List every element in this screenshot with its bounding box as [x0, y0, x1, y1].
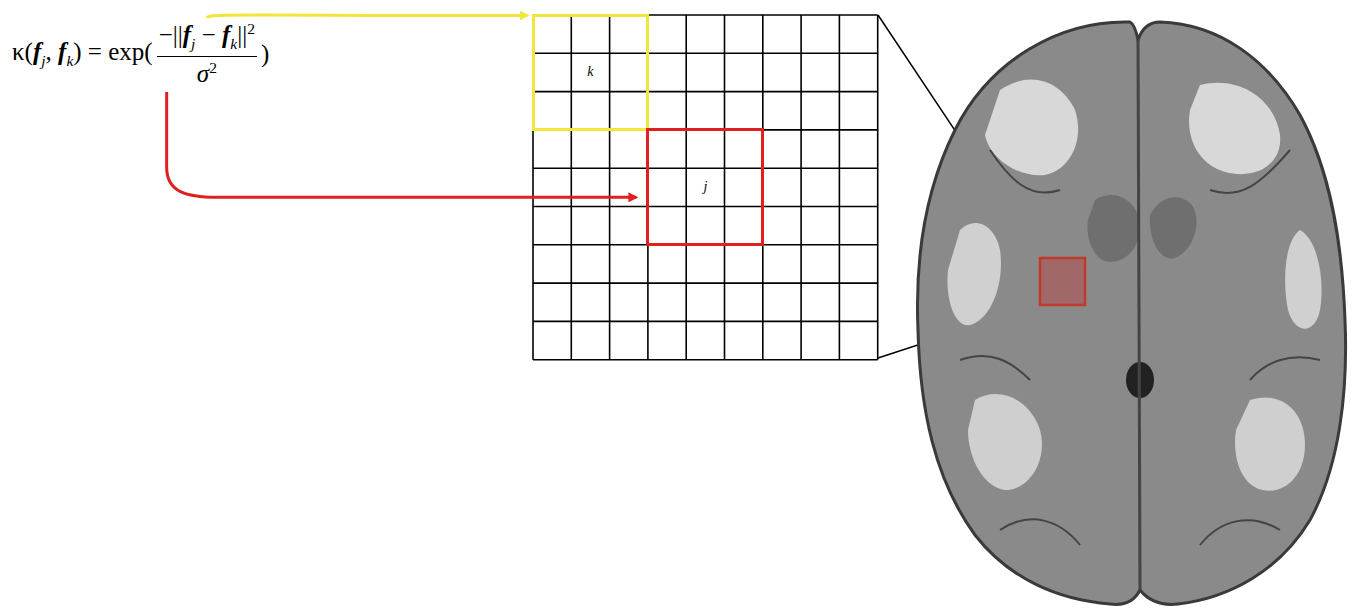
formula-term: ) = exp( [73, 38, 152, 65]
formula-term: j [191, 35, 195, 52]
patch-label: k [585, 65, 595, 79]
formula-term: , [46, 38, 59, 65]
formula-head: κ(fj, fk) = exp( [12, 38, 153, 69]
kernel-formula: κ(fj, fk) = exp(−||fj − fk||2σ2) [12, 20, 269, 88]
formula-term: 2 [209, 59, 217, 76]
formula-term: − [195, 21, 222, 48]
denominator: σ2 [157, 56, 257, 88]
formula-term: σ [197, 60, 209, 87]
formula-term: f [58, 38, 66, 65]
formula-term: f [183, 21, 191, 48]
formula-term: ) [261, 40, 269, 68]
fraction: −||fj − fk||2σ2 [157, 20, 257, 88]
yellow-arrow [207, 15, 528, 18]
formula-term: k [66, 52, 73, 69]
formula-term: 2 [247, 20, 255, 37]
formula-term: f [222, 21, 230, 48]
brain-mri [917, 22, 1345, 604]
zoom-region [1040, 258, 1085, 305]
formula-term: κ( [12, 38, 33, 65]
red-patch: j [646, 128, 764, 246]
patch-label: j [701, 180, 709, 194]
formula-term: k [230, 35, 237, 52]
numerator: −||fj − fk||2 [157, 20, 257, 56]
formula-term: j [41, 52, 45, 69]
yellow-patch: k [532, 14, 650, 132]
formula-term: f [33, 38, 41, 65]
formula-term: −|| [159, 21, 183, 48]
pixel-grid [533, 15, 878, 360]
formula-term: || [237, 21, 247, 48]
red-arrow [167, 92, 637, 197]
